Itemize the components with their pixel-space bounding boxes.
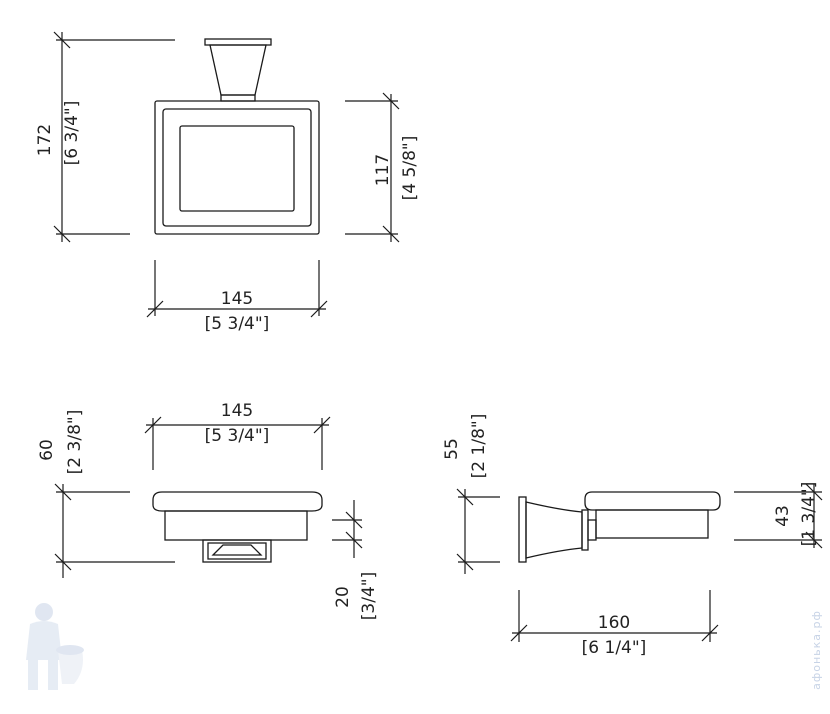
dim-top-width-in: [5 3/4"]: [205, 314, 270, 334]
dim-front-flange-in: [3/4"]: [359, 572, 379, 620]
dim-side-projection-mm: 160: [598, 613, 630, 633]
dim-side-height: 55 [2 1/8"]: [442, 414, 500, 574]
front-view-dish-rim: [152, 491, 323, 512]
dim-side-projection-in: [6 1/4"]: [582, 638, 647, 658]
dim-front-width: 145 [5 3/4"]: [144, 401, 331, 470]
dim-front-flange-mm: 20: [333, 586, 353, 608]
top-view: 172 [6 3/4"] 117 [4 5/8"] 145 [5 3/4"]: [35, 31, 420, 334]
dim-side-height-mm: 55: [442, 438, 462, 460]
dim-top-width: 145 [5 3/4"]: [146, 260, 328, 334]
dim-side-projection: 160 [6 1/4"]: [510, 590, 719, 658]
side-view-connector: [587, 519, 597, 541]
dim-overall-height-mm: 172: [35, 124, 55, 156]
side-view-wall-plate: [518, 496, 527, 563]
dim-dish-depth: 117 [4 5/8"]: [345, 92, 420, 243]
dim-overall-height: 172 [6 3/4"]: [35, 31, 175, 243]
top-view-dish-inner: [179, 125, 295, 212]
top-view-dish-middle: [162, 108, 312, 227]
dim-front-height: 60 [2 3/8"]: [37, 410, 175, 578]
dim-front-width-in: [5 3/4"]: [205, 426, 270, 446]
dim-overall-height-in: [6 3/4"]: [62, 101, 82, 166]
dim-top-width-mm: 145: [221, 289, 253, 309]
dim-side-height-in: [2 1/8"]: [469, 414, 489, 479]
top-view-wall-bracket: [204, 38, 272, 102]
front-view-base-plate: [202, 539, 272, 563]
plumber-mascot-icon: [26, 603, 84, 690]
dim-side-dish-height-in: [1 3/4"]: [799, 482, 819, 547]
side-view-collar: [581, 509, 589, 551]
front-view: 145 [5 3/4"] 60 [2 3/8"] 20 [3/4"]: [37, 401, 379, 620]
dim-front-width-mm: 145: [221, 401, 253, 421]
dim-front-flange: 20 [3/4"]: [332, 500, 379, 620]
dim-side-dish-height: 43 [1 3/4"]: [734, 482, 823, 549]
front-view-dish-body: [164, 510, 308, 541]
dim-dish-depth-mm: 117: [373, 154, 393, 186]
dim-front-height-in: [2 3/8"]: [65, 410, 85, 475]
dim-front-height-mm: 60: [37, 439, 57, 461]
side-view: 55 [2 1/8"] 43 [1 3/4"] 160 [6 1/4"]: [442, 414, 823, 658]
side-view-dish-rim: [584, 491, 721, 511]
side-view-arm: [525, 501, 583, 559]
top-view-dish-outer: [154, 100, 320, 235]
dim-dish-depth-in: [4 5/8"]: [400, 136, 420, 201]
side-view-dish-body: [595, 509, 709, 539]
watermark-text: афонька.рф: [810, 610, 823, 690]
dim-side-dish-height-mm: 43: [773, 505, 793, 527]
